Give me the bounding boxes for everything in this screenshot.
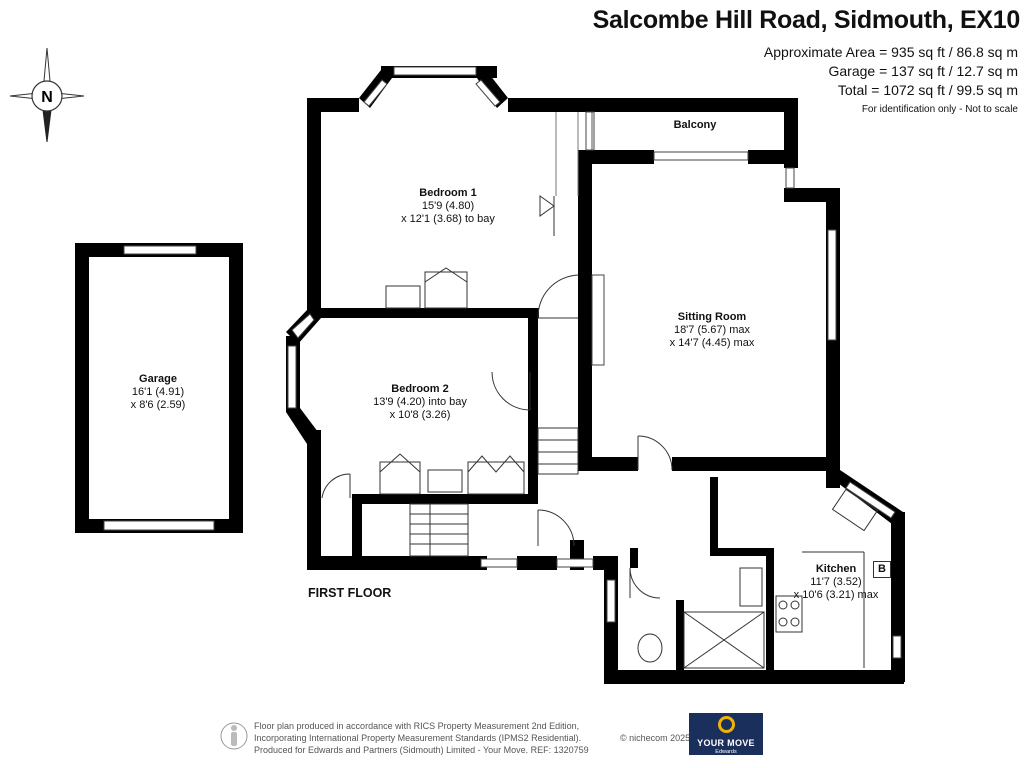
footer-notes: Floor plan produced in accordance with R… xyxy=(254,720,589,756)
room-garage: Garage 16'1 (4.91) x 8'6 (2.59) xyxy=(131,373,186,412)
internal-walls xyxy=(307,270,774,678)
your-move-logo: YOUR MOVE Edwards xyxy=(689,713,763,755)
stairs xyxy=(409,427,579,557)
boiler-label: B xyxy=(873,561,891,578)
garage-window xyxy=(123,245,197,255)
disclaimer: For identification only - Not to scale xyxy=(861,104,1018,115)
compass-label: N xyxy=(41,89,53,106)
property-title: Salcombe Hill Road, Sidmouth, EX10 xyxy=(592,6,1021,34)
room-dim: x 10'6 (3.21) max xyxy=(793,589,879,601)
room-dim: x 8'6 (2.59) xyxy=(130,399,186,411)
floor-label: FIRST FLOOR xyxy=(308,586,392,600)
logo-subtext: Edwards xyxy=(715,749,737,755)
room-dim: x 10'8 (3.26) xyxy=(389,409,451,421)
room-name: Bedroom 2 xyxy=(391,383,449,395)
room-name: Bedroom 1 xyxy=(419,187,477,199)
garage-area: Garage = 137 sq ft / 12.7 sq m xyxy=(828,63,1019,79)
room-dim: x 14'7 (4.45) max xyxy=(669,337,755,349)
room-dim: 18'7 (5.67) max xyxy=(673,324,751,336)
fixtures xyxy=(385,285,879,669)
copyright: © nichecom 2025. xyxy=(620,733,693,743)
room-bedroom-1: Bedroom 1 15'9 (4.80) x 12'1 (3.68) to b… xyxy=(401,187,495,226)
approximate-area: Approximate Area = 935 sq ft / 86.8 sq m xyxy=(763,44,1018,60)
footer-line: Floor plan produced in accordance with R… xyxy=(254,721,580,731)
windows xyxy=(287,66,902,659)
footer-line: Produced for Edwards and Partners (Sidmo… xyxy=(254,745,589,755)
room-dim: 13'9 (4.20) into bay xyxy=(373,396,467,408)
room-balcony: Balcony xyxy=(674,119,717,132)
doors xyxy=(321,274,673,599)
room-bedroom-2: Bedroom 2 13'9 (4.20) into bay x 10'8 (3… xyxy=(373,383,467,422)
logo-ring-icon xyxy=(718,716,735,733)
wardrobes xyxy=(379,195,555,495)
room-name: Balcony xyxy=(673,119,717,131)
person-icon xyxy=(220,722,248,750)
room-sitting-room: Sitting Room 18'7 (5.67) max x 14'7 (4.4… xyxy=(670,311,755,350)
garage-door xyxy=(103,520,215,531)
room-dim: 16'1 (4.91) xyxy=(131,386,185,398)
footer-line: Incorporating International Property Mea… xyxy=(254,733,582,743)
room-dim: 11'7 (3.52) xyxy=(810,576,862,588)
room-dim: 15'9 (4.80) xyxy=(421,200,475,212)
room-name: Sitting Room xyxy=(677,311,747,323)
fireplace xyxy=(591,274,605,366)
compass-icon: N xyxy=(9,47,85,143)
logo-text: YOUR MOVE xyxy=(697,738,755,748)
total-area: Total = 1072 sq ft / 99.5 sq m xyxy=(837,82,1018,98)
room-kitchen: Kitchen 11'7 (3.52) x 10'6 (3.21) max xyxy=(794,563,879,602)
room-name: Kitchen xyxy=(815,563,857,575)
room-dim: x 12'1 (3.68) to bay xyxy=(401,213,495,225)
room-name: Garage xyxy=(139,373,177,385)
